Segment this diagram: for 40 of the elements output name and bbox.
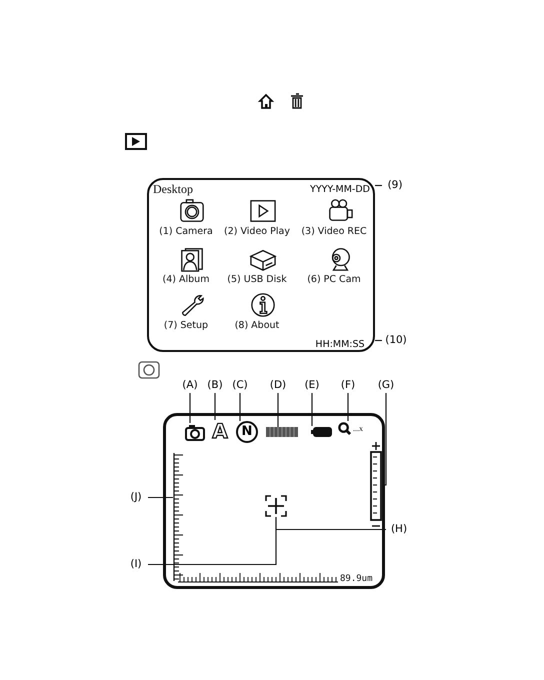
- menu-label: (6) PC Cam: [306, 274, 362, 285]
- menu-label: (7) Setup: [162, 320, 210, 331]
- callout-label: (B): [203, 378, 227, 393]
- screen-frame: [147, 178, 375, 352]
- leader-line: [347, 393, 349, 421]
- menu-label: (1) Camera: [158, 226, 214, 237]
- zoom-factor: ...x: [353, 424, 363, 433]
- callout-label: (E): [300, 378, 324, 393]
- callout-label: (I): [124, 557, 148, 572]
- leader-line: [189, 393, 191, 423]
- callout-label: (A): [178, 378, 202, 393]
- leader-line: [384, 393, 387, 486]
- leader-line: [277, 393, 279, 427]
- status-text: HH:MM:SS: [305, 338, 375, 351]
- leader-line: [148, 496, 173, 498]
- leader-line: [148, 517, 277, 566]
- callout-label: (F): [336, 378, 360, 393]
- callout-label: (D): [266, 378, 290, 393]
- menu-label: (2) Video Play: [223, 226, 291, 237]
- leader-line: [214, 393, 216, 420]
- scale-value: 89.9um: [340, 574, 373, 584]
- status-text: YYYY-MM-DD: [305, 183, 375, 196]
- screen-title: Desktop: [153, 182, 193, 197]
- camera-screen-frame: [163, 413, 385, 589]
- circled-letter: N: [236, 421, 258, 443]
- leader-line: [239, 393, 241, 421]
- callout-label: (G): [374, 378, 398, 393]
- menu-label: (8) About: [234, 320, 280, 331]
- leader-line: [375, 184, 382, 186]
- menu-label: (5) USB Disk: [226, 274, 288, 285]
- callout-label: (J): [124, 490, 148, 505]
- callout-label: (10): [382, 333, 410, 348]
- callout-label: (C): [228, 378, 252, 393]
- leader-line: [375, 340, 382, 342]
- leader-line: [311, 393, 313, 426]
- callout-label: (9): [382, 178, 408, 193]
- callout-label: (H): [386, 522, 412, 537]
- menu-label: (3) Video REC: [300, 226, 368, 237]
- menu-label: (4) Album: [162, 274, 210, 285]
- mode-letter: A: [211, 420, 229, 442]
